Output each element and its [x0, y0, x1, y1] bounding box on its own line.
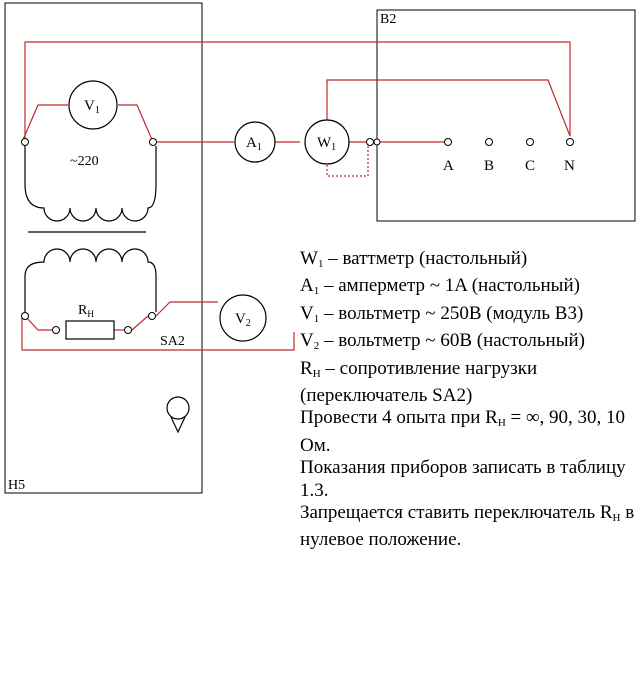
legend-w1: W1 – ваттметр (настольный)	[300, 248, 528, 270]
voltmeter-v2-circle	[219, 294, 267, 342]
label-phase-n: N	[564, 158, 575, 174]
label-rh: RH	[78, 303, 94, 319]
ammeter-a1-circle	[234, 121, 276, 163]
voltmeter-v1-circle	[68, 80, 118, 130]
label-phase-b: B	[484, 158, 494, 174]
legend-v2: V2 – вольтметр ~ 60B (настольный)	[300, 330, 585, 353]
transformer	[24, 146, 157, 312]
label-h5: H5	[8, 478, 25, 493]
label-sa2: SA2	[160, 334, 185, 349]
label-w1: W1	[317, 135, 336, 153]
lamp-icon	[166, 396, 190, 434]
primary-winding	[24, 146, 157, 222]
label-a1: A1	[246, 135, 262, 153]
module-b2-frame	[376, 9, 636, 222]
legend-rh: RH – сопротивление нагрузки (переключате…	[300, 357, 538, 407]
legend-a1: A1 – амперметр ~ 1A (настольный)	[300, 275, 580, 298]
legend-v1: V1 – вольтметр ~ 250B (модуль B3)	[300, 302, 584, 325]
secondary-winding	[24, 248, 157, 312]
instrument-legend: W1 – ваттметр (настольный) A1 – ампермет…	[300, 248, 636, 552]
label-v2: V2	[235, 311, 251, 329]
resistor-rh	[65, 320, 115, 340]
label-v1: V1	[84, 98, 100, 116]
label-b2: B2	[380, 12, 396, 27]
wattmeter-w1-circle	[304, 119, 350, 165]
module-h5-frame	[4, 2, 203, 494]
label-voltage: ~220	[70, 154, 99, 169]
experiment-instruction: Провести 4 опыта при RH = ∞, 90, 30, 10 …	[300, 407, 626, 456]
record-instruction: Показания приборов записать в таблицу 1.…	[300, 457, 626, 501]
terminals	[21, 138, 574, 334]
red-wiring	[21, 41, 571, 351]
warning-instruction: Запрещается ставить переключатель RH в н…	[300, 502, 635, 551]
label-phase-c: C	[525, 158, 535, 174]
label-phase-a: A	[443, 158, 454, 174]
